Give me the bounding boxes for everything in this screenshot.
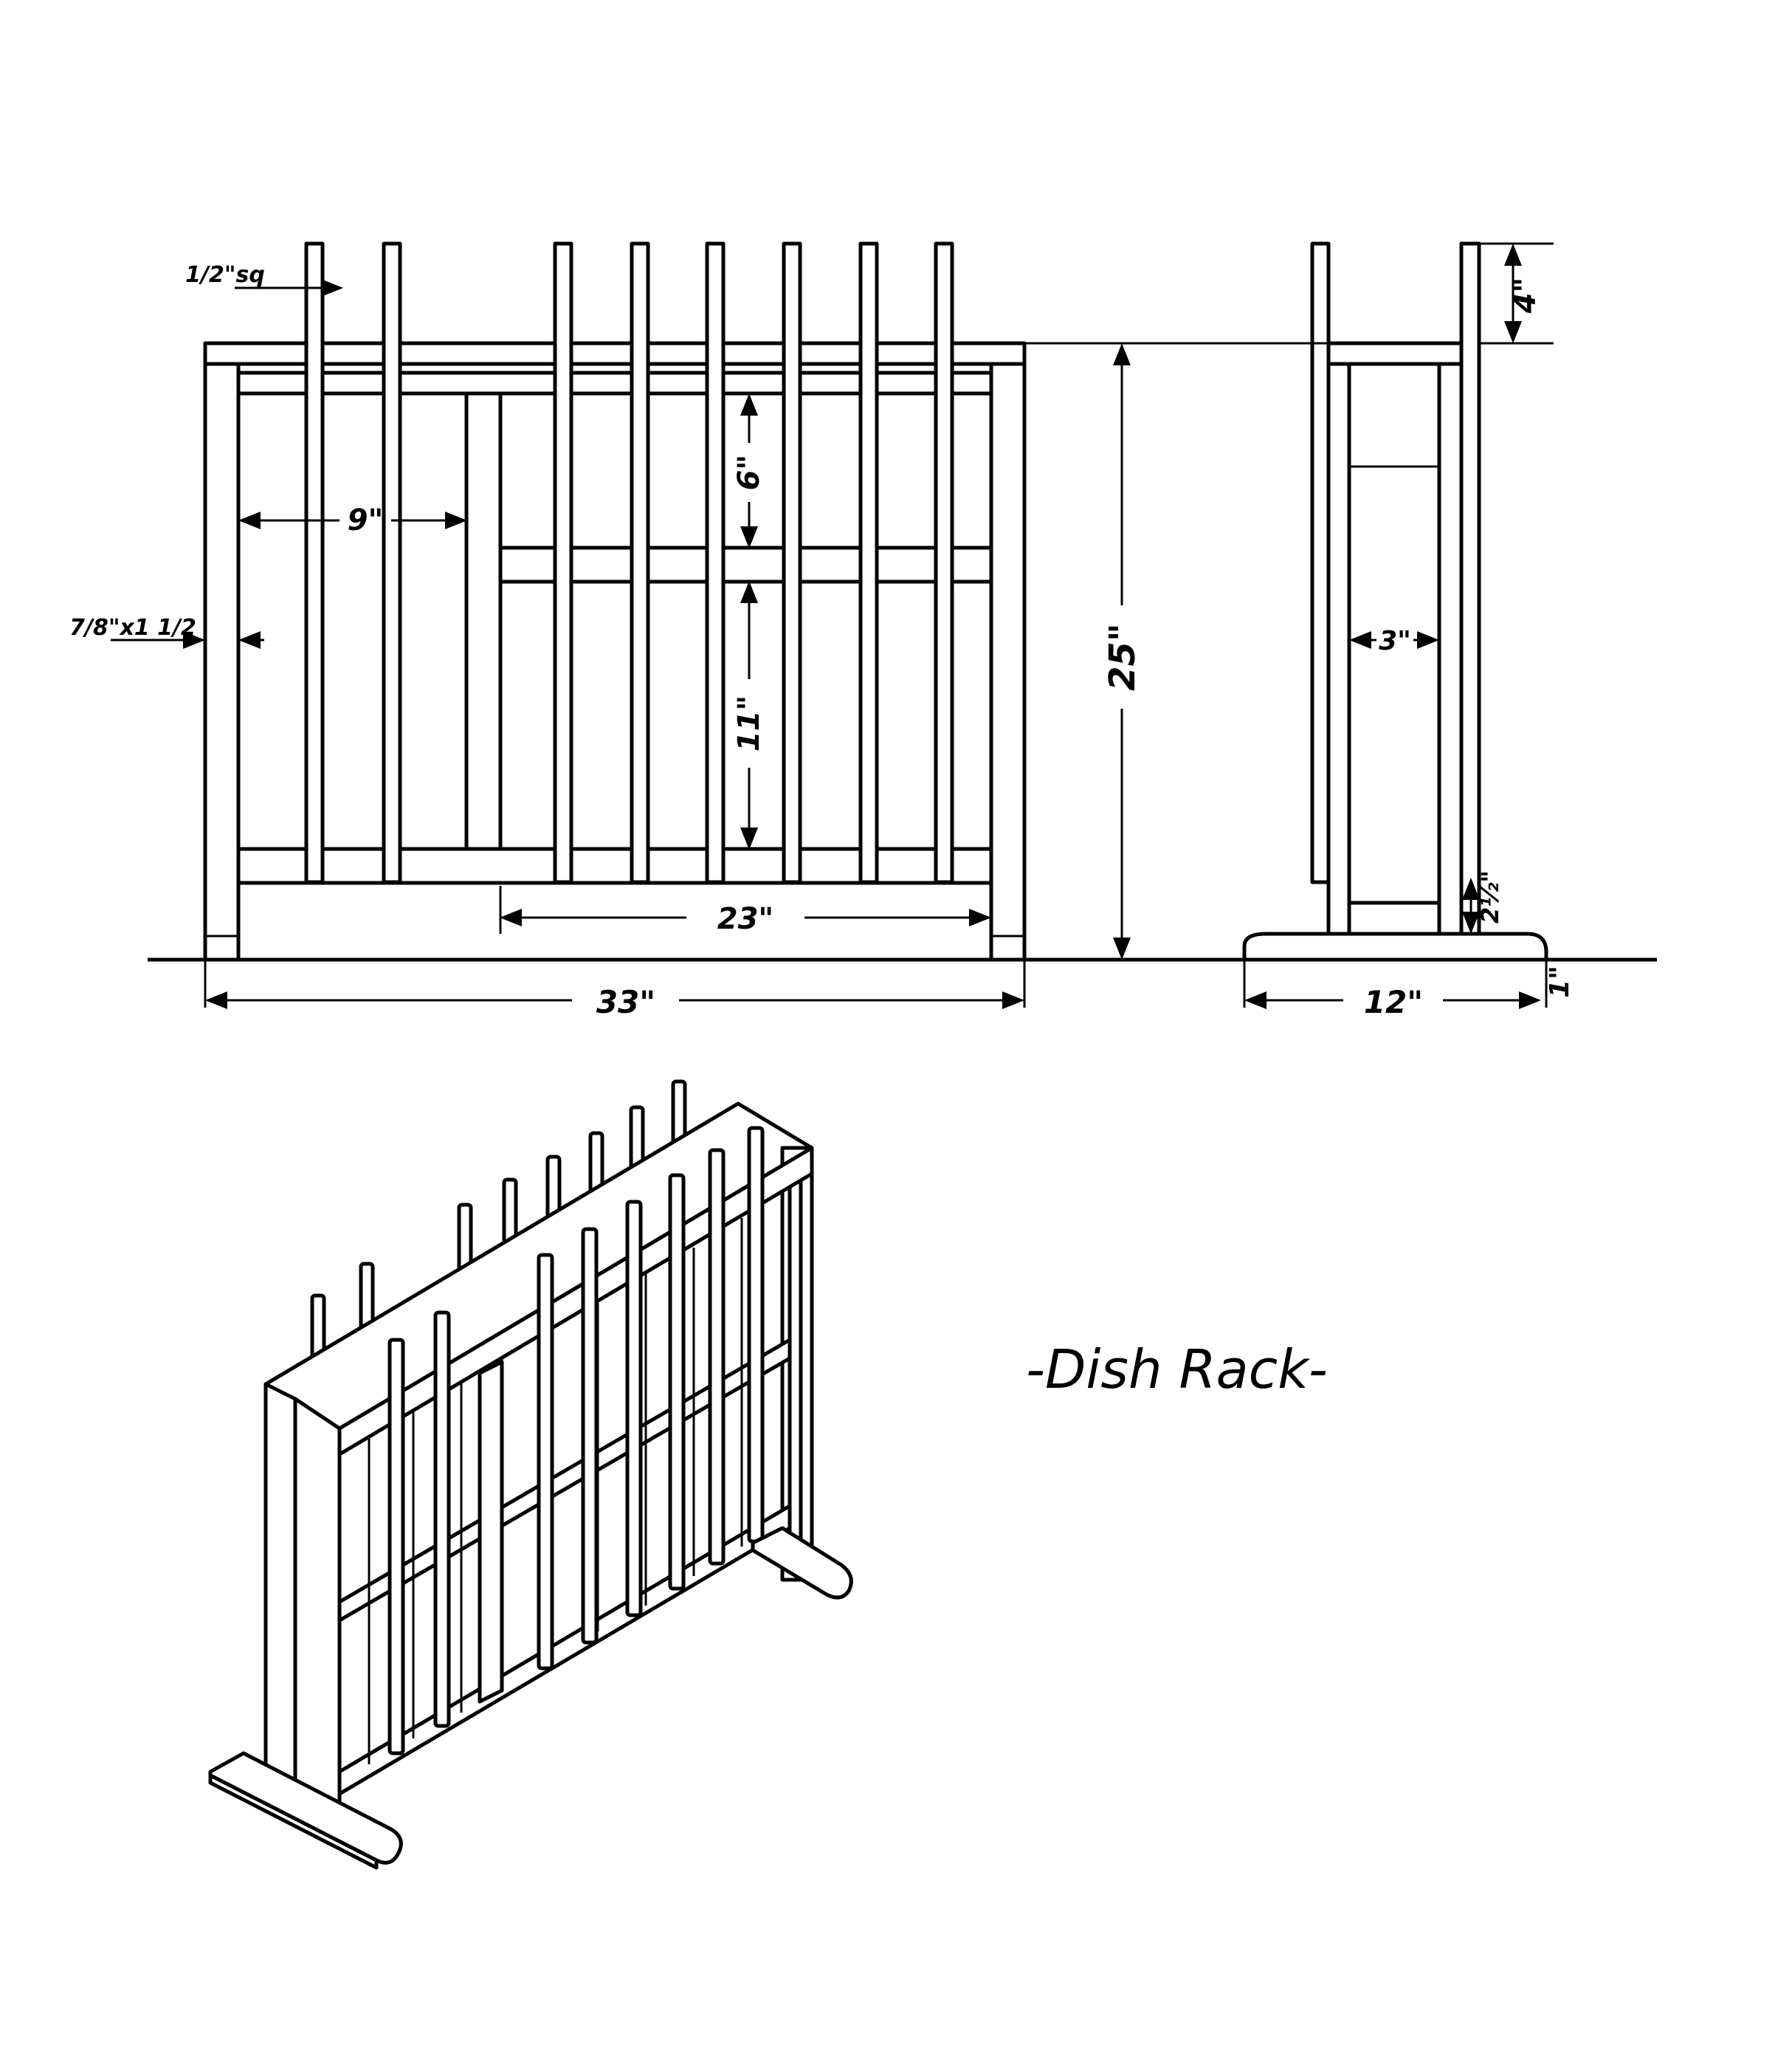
- front-center-stile: [464, 391, 503, 851]
- label-3: 3": [1379, 626, 1411, 656]
- iso-front-rail-top: [337, 1146, 814, 1456]
- iso-front-left-face: [293, 1397, 342, 1826]
- front-dowel-8: [934, 241, 954, 884]
- front-bottom-board: [236, 881, 993, 962]
- side-top-rail: [1326, 341, 1464, 366]
- iso-center-stile: [478, 1360, 504, 1704]
- isometric-view: [208, 1079, 853, 1870]
- label-11: 11": [732, 695, 766, 752]
- front-dowel-7: [858, 241, 879, 884]
- side-elevation: [1242, 241, 1548, 962]
- label-1: 1": [1545, 966, 1575, 998]
- front-dowel-2: [382, 241, 402, 884]
- front-dowels: [304, 241, 954, 884]
- side-left-dowel: [1310, 241, 1331, 884]
- iso-front-left-post: [263, 1382, 297, 1818]
- front-middle-rail: [498, 546, 993, 584]
- front-dowel-5: [705, 241, 726, 884]
- label-12: 12": [1364, 984, 1423, 1020]
- side-right-dowel: [1459, 241, 1481, 936]
- front-top-rail: [203, 341, 1027, 366]
- dimension-labels: 1/2"sq 7/8"x1 1/2 9" 6" 11" 23" 33" 25" …: [69, 262, 1575, 1020]
- dimension-lines: [111, 242, 1554, 1009]
- label-2half: 2½": [1476, 870, 1504, 923]
- iso-right-foot: [751, 1526, 853, 1600]
- iso-front-dowels: [387, 1126, 765, 1755]
- side-foot: [1242, 932, 1548, 962]
- front-dowel-4: [630, 241, 650, 884]
- drawing-title: -Dish Rack-: [1026, 1338, 1328, 1400]
- label-33: 33": [596, 984, 655, 1020]
- front-right-post: [989, 362, 1027, 962]
- label-9: 9": [348, 503, 384, 537]
- side-left-post: [1326, 362, 1351, 936]
- label-half-square: 1/2"sq: [185, 262, 265, 288]
- front-left-post: [203, 362, 241, 962]
- label-4: 4": [1509, 278, 1543, 314]
- iso-left-foot-side: [208, 1773, 379, 1870]
- front-elevation: [148, 241, 1657, 962]
- front-dowel-6: [782, 241, 802, 884]
- label-6: 6": [732, 455, 766, 491]
- iso-left-foot: [208, 1751, 403, 1865]
- front-dowel-3: [553, 241, 573, 884]
- side-right-post: [1437, 362, 1464, 936]
- label-25: 25": [1102, 623, 1143, 691]
- label-stock: 7/8"x1 1/2: [69, 615, 196, 641]
- label-23: 23": [717, 902, 774, 936]
- front-dowel-1: [304, 241, 325, 884]
